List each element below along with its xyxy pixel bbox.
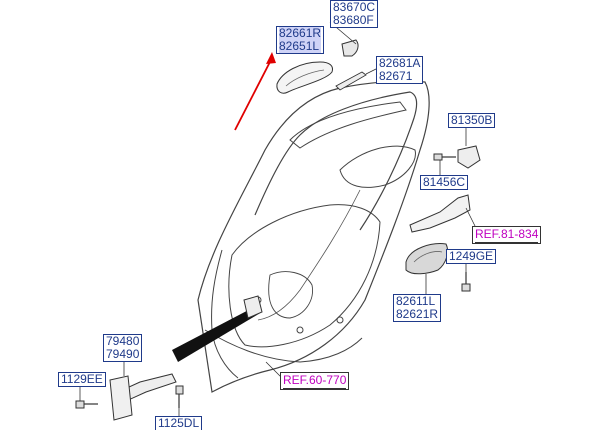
ref-latch: REF.81-834 — [472, 226, 542, 244]
label-bolt-left-line1: 1129EE — [61, 372, 103, 386]
label-cap-line1: 83670C — [333, 0, 376, 14]
label-bolt-lower: 1249GE — [446, 249, 497, 264]
label-bolt-bottom: 1125DL — [155, 416, 203, 430]
outer-handle-grip — [285, 69, 325, 87]
label-bolt-upper: 81456C — [420, 175, 469, 190]
label-bolt-left: 1129EE — [58, 372, 106, 387]
outer-handle-shape — [276, 61, 333, 94]
door-outer-panel — [197, 80, 430, 393]
label-bolt-bottom-line1: 1125DL — [158, 416, 200, 430]
bolt-upper-head — [433, 153, 443, 161]
bolt-bottom-head — [175, 385, 184, 395]
red-arrow-head — [266, 52, 276, 64]
checker-mount — [243, 295, 263, 319]
label-handle-inner: 82611L 82621R — [393, 294, 442, 322]
inner-handle-shape — [405, 243, 449, 275]
bolt-left-head — [75, 400, 85, 409]
door-inner-panel — [228, 204, 381, 348]
label-handle-outer-line2: 82651L — [279, 39, 322, 53]
label-cap: 83670C 83680F — [330, 0, 379, 28]
label-cap-line2: 83680F — [333, 13, 374, 27]
striker-shape — [457, 145, 481, 169]
ref-trim: REF.60-770 — [280, 372, 350, 390]
ref-trim-leader — [265, 361, 283, 379]
label-handle-outer: 82661R 82651L — [276, 26, 325, 54]
door-window-frame — [254, 91, 418, 231]
label-handle-inner-line2: 82621R — [396, 307, 439, 321]
handle-rod-shape — [335, 71, 367, 91]
ref-trim-text: REF.60-770 — [283, 373, 347, 389]
label-bolt-lower-line1: 1249GE — [449, 249, 494, 263]
checker-pointer-band — [172, 305, 262, 362]
door-inner-frame — [289, 101, 407, 149]
door-hole-3 — [336, 316, 344, 324]
label-handle-inner-line1: 82611L — [396, 294, 436, 308]
door-speaker-pocket — [339, 145, 416, 188]
label-striker-line1: 81350B — [451, 113, 493, 127]
label-striker: 81350B — [448, 113, 496, 128]
door-side-edge — [211, 249, 239, 379]
label-rod-line1: 82681A — [379, 56, 421, 70]
latch-linkage-shape — [409, 194, 471, 233]
inner-handle-lever — [413, 251, 443, 263]
bolt-lower-head — [461, 283, 471, 292]
label-bolt-upper-line1: 81456C — [423, 175, 466, 189]
ref-latch-text: REF.81-834 — [475, 227, 539, 243]
label-checker-line2: 79490 — [106, 347, 140, 361]
label-checker-line1: 79480 — [106, 334, 140, 348]
door-hole-2 — [296, 326, 304, 334]
door-cable — [257, 189, 361, 321]
door-bottom-edge — [204, 329, 363, 363]
handle-cap-shape — [341, 39, 359, 57]
checker-body — [109, 375, 133, 421]
red-arrow — [234, 57, 273, 131]
door-module — [268, 271, 313, 319]
label-rod: 82681A 82671 — [376, 56, 424, 84]
label-rod-line2: 82671 — [379, 69, 413, 83]
label-handle-outer-line1: 82661R — [279, 26, 322, 40]
label-checker: 79480 79490 — [103, 334, 143, 362]
